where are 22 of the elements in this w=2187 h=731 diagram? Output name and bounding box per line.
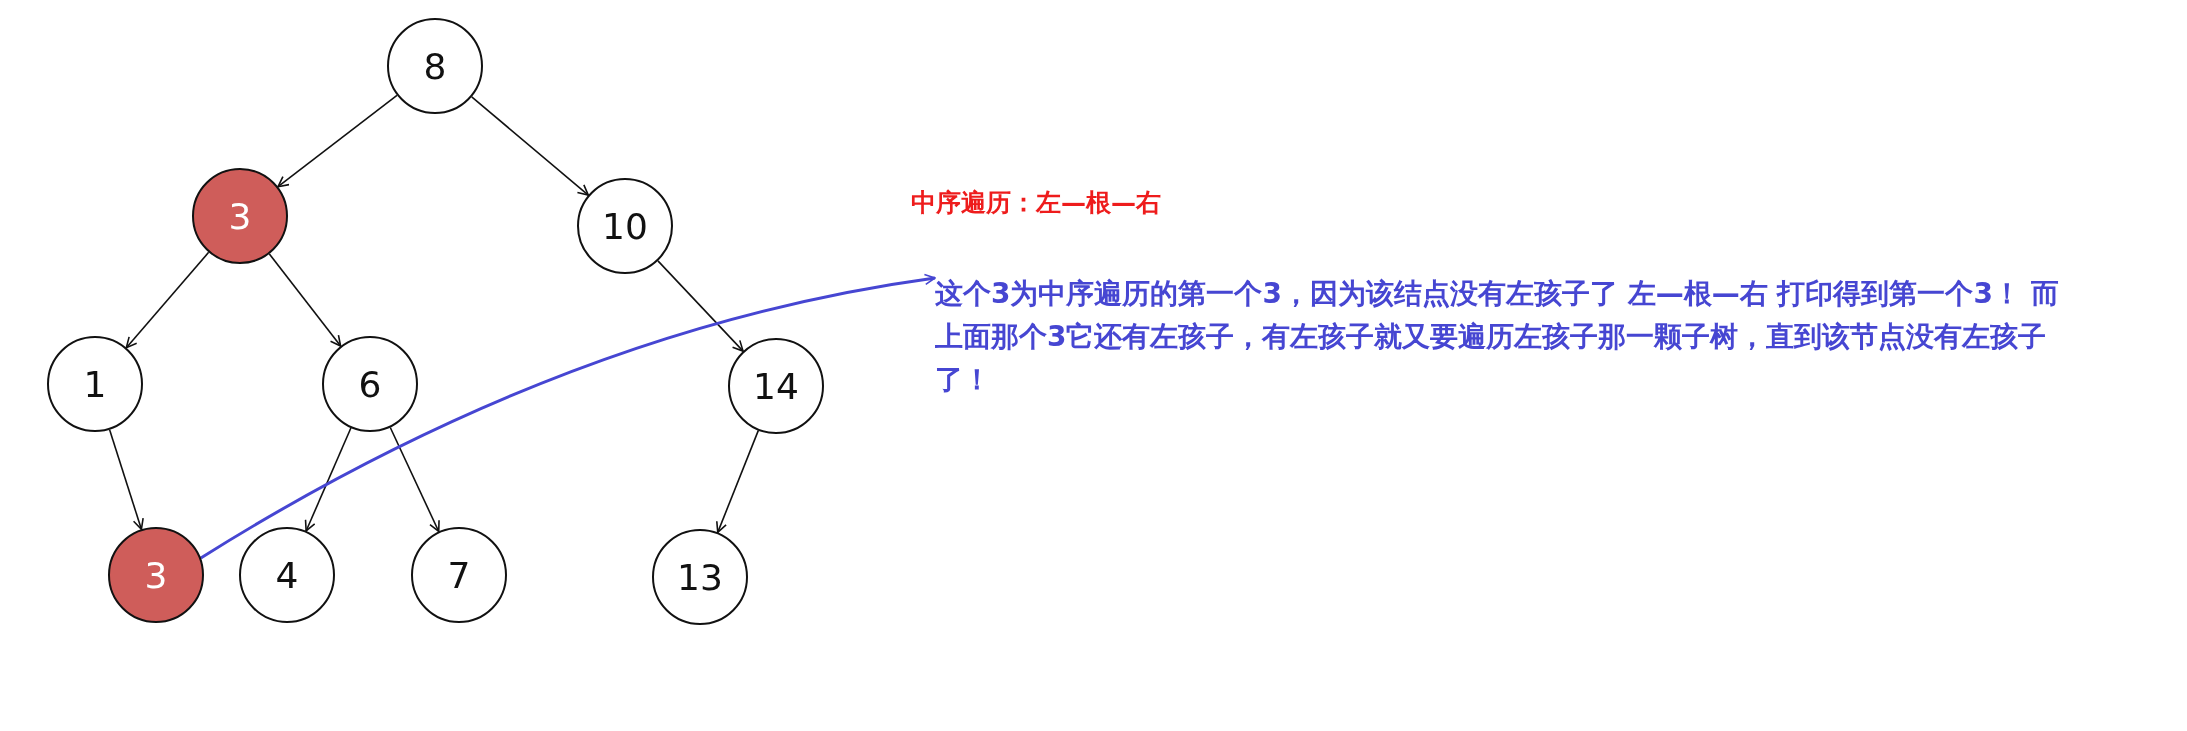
node-label: 1 [83,363,107,405]
arrow [657,260,744,352]
arrow [268,253,342,347]
arrow [389,426,440,533]
arrow [277,94,398,188]
node-label: 8 [423,45,447,87]
node-label: 6 [358,363,382,405]
node-label: 13 [677,556,723,598]
node-label: 4 [275,554,299,596]
node-label: 3 [228,195,252,237]
heading-text: 中序遍历：左—根—右 [911,187,1161,219]
arrow [304,427,352,532]
arrow [108,428,144,531]
node-label: 3 [144,554,168,596]
arrow [200,273,936,560]
arrow [470,96,590,196]
node-label: 10 [602,205,648,247]
node-label: 14 [753,365,799,407]
node-label: 7 [447,554,471,596]
note-text: 这个3为中序遍历的第一个3，因为该结点没有左孩子了 左—根—右 打印得到第一个3！ 而上面那个3它还有左孩子，有左孩子就又要遍历左孩子那一颗子树，直到该节点没有左孩子了！ [935,272,2065,401]
arrow [125,251,210,349]
arrow [716,429,760,534]
